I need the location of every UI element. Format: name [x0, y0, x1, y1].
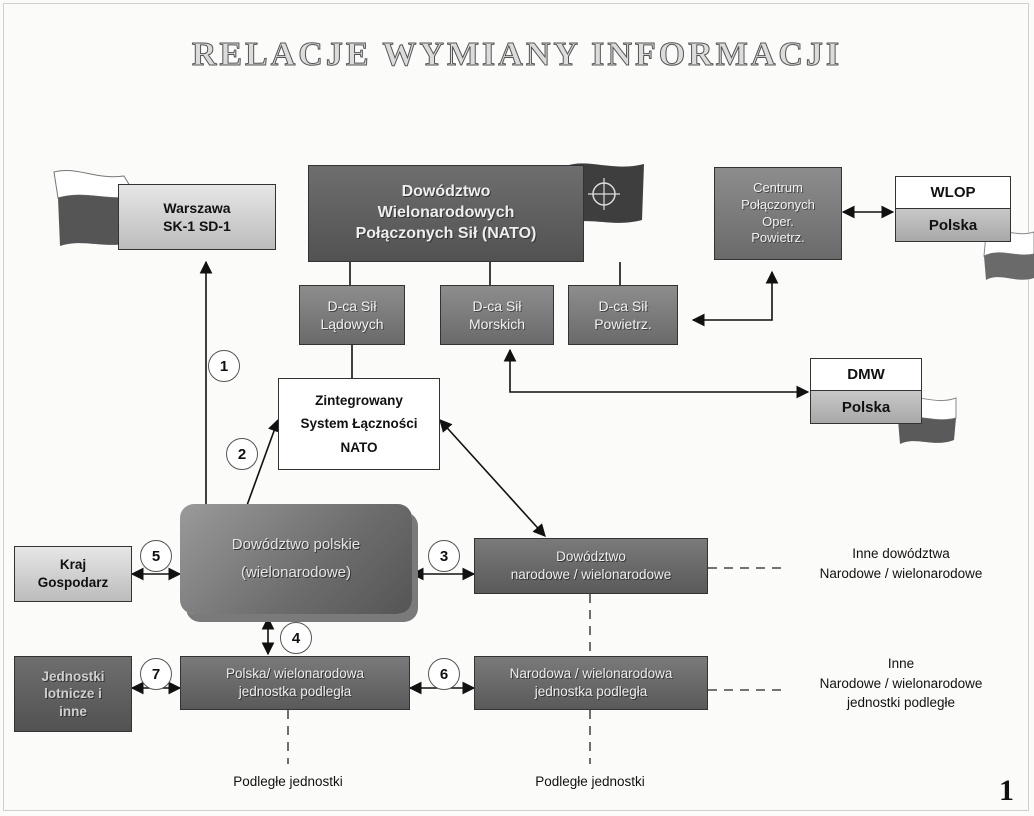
page-title: RELACJE WYMIANY INFORMACJI [191, 36, 843, 74]
node-nato-hq: Dowództwo Wielonarodowych Połączonych Si… [308, 165, 584, 262]
node-label: WLOP [896, 177, 1010, 209]
note-line: jednostki podległe [846, 695, 956, 711]
node-dmw: DMW Polska [810, 358, 922, 424]
node-label: Zintegrowany [315, 392, 403, 408]
link-number-7: 7 [140, 658, 172, 690]
page-frame [3, 3, 1029, 811]
node-label: System Łączności [300, 416, 418, 432]
node-land-command: D-ca Sił Lądowych [299, 285, 405, 345]
link-number-6: 6 [428, 658, 460, 690]
note-line: Narodowe / wielonarodowe [819, 565, 983, 581]
node-sea-command: D-ca Sił Morskich [440, 285, 554, 345]
node-label: Polska/ wielonarodowa [225, 666, 365, 682]
node-label: Połączonych Sił (NATO) [355, 224, 537, 242]
node-label: Powietrz. [594, 316, 652, 332]
note-line: Inne dowództwa [852, 546, 950, 561]
link-number-5: 5 [140, 540, 172, 572]
note-inne-dowodztwa: Inne dowództwa Narodowe / wielonarodowe [786, 544, 1016, 583]
node-label: Lądowych [320, 316, 384, 332]
node-label: D-ca Sił [472, 297, 522, 314]
node-label: Połączonych [741, 196, 815, 212]
node-label: (wielonarodowe) [240, 564, 352, 581]
node-label: jednostka podległa [238, 684, 352, 699]
node-polish-hq: Dowództwo polskie (wielonarodowe) [180, 504, 412, 614]
node-wlop: WLOP Polska [895, 176, 1011, 242]
link-number-2: 2 [226, 438, 258, 470]
page-number: 1 [999, 774, 1014, 807]
node-centrum: Centrum Połączonych Oper. Powietrz. [714, 167, 842, 260]
node-national-hq: Dowództwo narodowe / wielonarodowe [474, 538, 708, 594]
node-national-unit: Narodowa / wielonarodowa jednostka podle… [474, 656, 708, 710]
node-label: Jednostki [41, 668, 105, 684]
node-warszawa: Warszawa SK-1 SD-1 [118, 184, 276, 250]
node-label: Gospodarz [37, 575, 109, 590]
node-label: Powietrz. [751, 230, 805, 246]
node-label: D-ca Sił [327, 297, 377, 314]
polish-flag-icon [53, 170, 137, 246]
node-label: Wielonarodowych [377, 204, 515, 222]
node-label: Kraj [59, 557, 87, 573]
note-podlegle-jednostki-right: Podległe jednostki [535, 774, 645, 789]
node-kraj-gospodarz: Kraj Gospodarz [14, 546, 132, 602]
node-label: jednostka podległa [534, 684, 648, 699]
node-label: inne [59, 703, 87, 719]
node-label: D-ca Sił [598, 297, 648, 314]
node-label: Narodowa / wielonarodowa [509, 666, 673, 682]
node-label: Dowództwo [556, 549, 626, 565]
node-label: narodowe / wielonarodowe [510, 567, 672, 582]
note-inne-jednostki: Inne Narodowe / wielonarodowe jednostki … [786, 654, 1016, 713]
note-podlegle-jednostki-left: Podległe jednostki [233, 774, 343, 789]
link-number-3: 3 [428, 540, 460, 572]
note-line: Narodowe / wielonarodowe [819, 675, 983, 691]
node-label: Warszawa [163, 199, 231, 216]
node-label: Oper. [762, 213, 794, 229]
node-zintegrowany: Zintegrowany System Łączności NATO [278, 378, 440, 470]
node-label: Polska [811, 391, 921, 423]
node-label: Dowództwo polskie [231, 535, 361, 553]
node-jednostki-lotnicze: Jednostki lotnicze i inne [14, 656, 132, 732]
link-number-4: 4 [280, 622, 312, 654]
node-label: DMW [811, 359, 921, 391]
node-polska-unit: Polska/ wielonarodowa jednostka podległa [180, 656, 410, 710]
node-label: NATO [340, 439, 378, 455]
node-label: SK-1 SD-1 [163, 218, 231, 234]
node-label: lotnicze i [44, 686, 102, 702]
nato-flag-icon [566, 163, 644, 224]
note-line: Inne [887, 656, 915, 671]
node-label: Morskich [468, 316, 525, 332]
node-label: Polska [896, 209, 1010, 241]
node-label: Centrum [753, 179, 803, 195]
link-number-1: 1 [208, 350, 240, 382]
node-air-command: D-ca Sił Powietrz. [568, 285, 678, 345]
node-label: Dowództwo [401, 183, 491, 201]
